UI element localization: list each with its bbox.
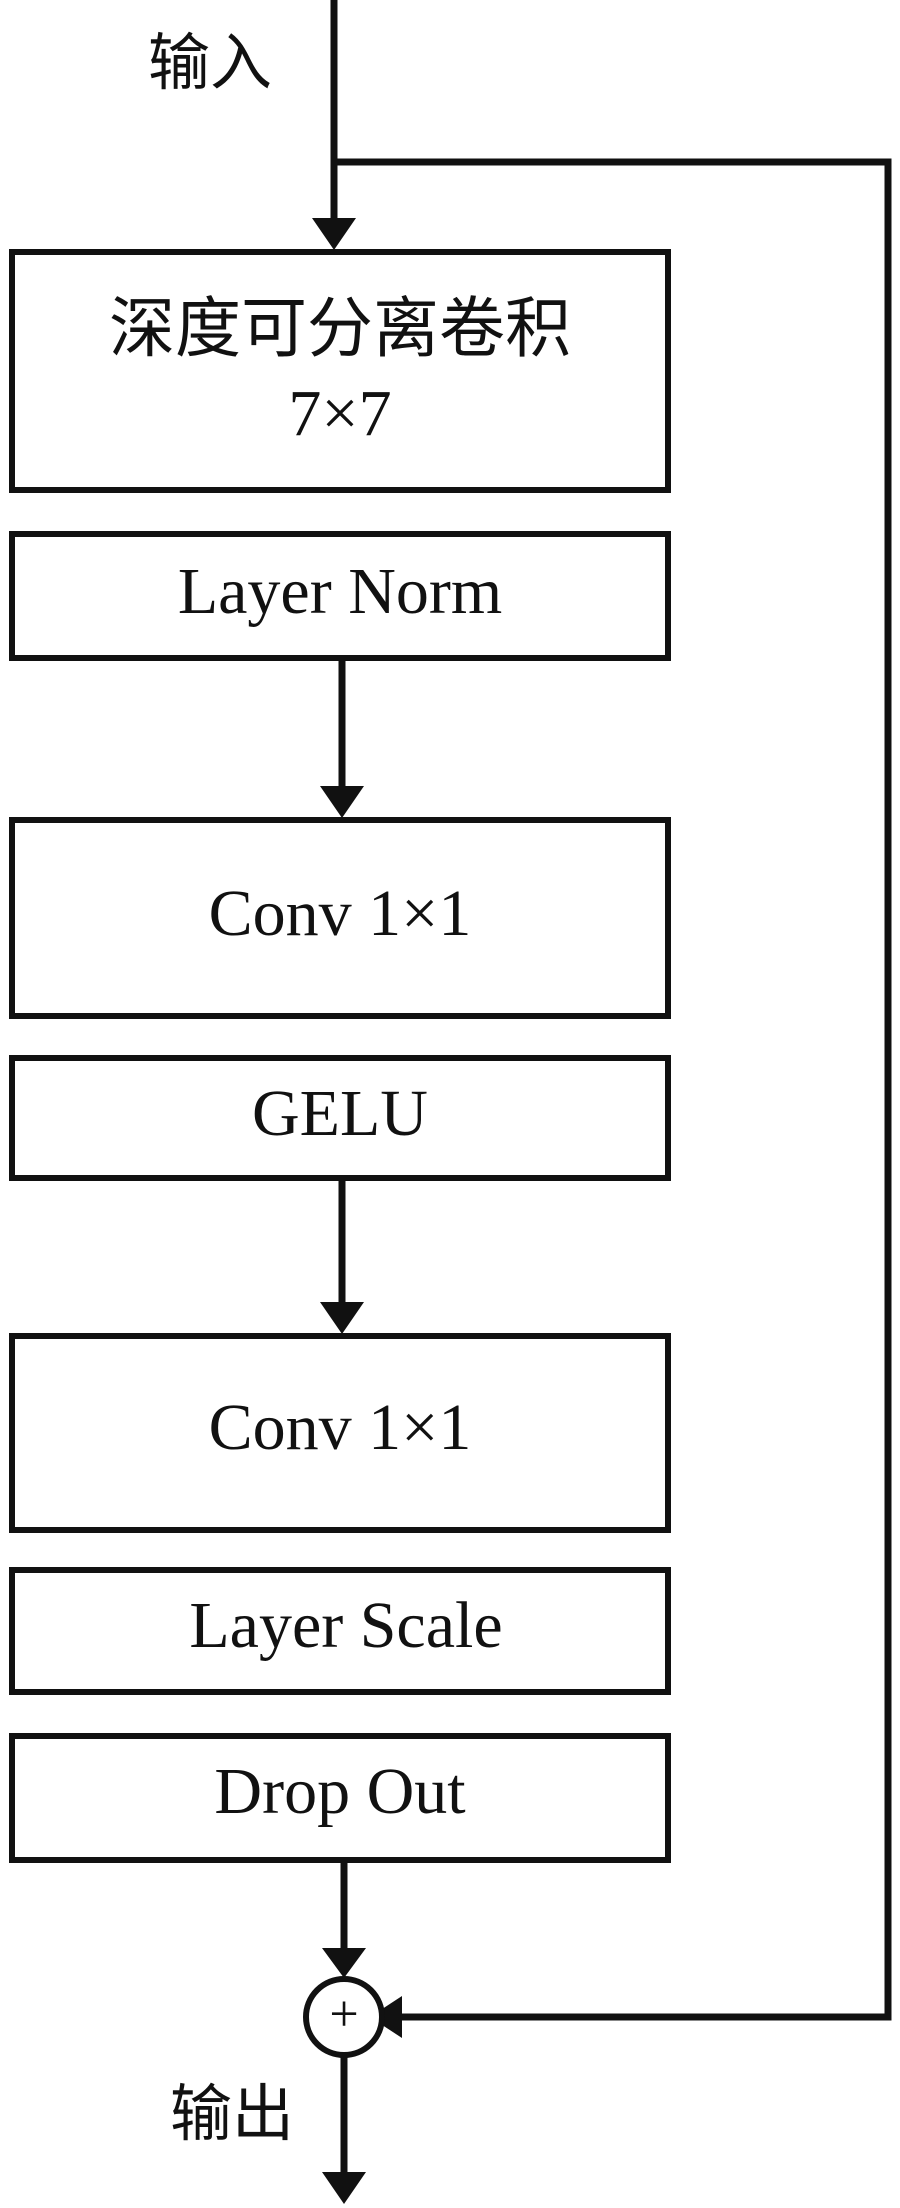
arrow-dropout-add-head: [322, 1948, 366, 1978]
output-arrowhead: [322, 2172, 366, 2204]
block-drop-out: [9, 1733, 671, 1863]
block-gelu: [9, 1055, 671, 1181]
skip-arrowhead: [370, 1996, 402, 2038]
add-symbol: +: [329, 1986, 358, 2043]
block-conv1: [9, 817, 671, 1019]
block-layer-norm-label: Layer Norm: [178, 555, 502, 628]
block-layer-scale: [9, 1567, 671, 1695]
block-depthwise-conv-label: 深度可分离卷积: [109, 293, 571, 366]
skip-connection-line: [334, 158, 892, 2021]
block-conv2-label: Conv 1×1: [209, 1391, 472, 1464]
input-arrowhead: [312, 218, 356, 250]
block-drop-out-label: Drop Out: [214, 1755, 465, 1828]
block-conv1-label: Conv 1×1: [209, 877, 472, 950]
arrow-gelu-conv-head: [320, 1302, 364, 1334]
output-label: 输出: [170, 2077, 294, 2150]
block-gelu-label: GELU: [252, 1077, 428, 1150]
block-layer-norm: [9, 531, 671, 661]
arrow-ln-conv-head: [320, 786, 364, 818]
block-depthwise-conv: [9, 249, 671, 493]
block-depthwise-conv-size: 7×7: [288, 377, 391, 450]
block-conv2: [9, 1333, 671, 1533]
block-layer-scale-label: Layer Scale: [189, 1589, 502, 1662]
input-label: 输入: [148, 26, 272, 99]
